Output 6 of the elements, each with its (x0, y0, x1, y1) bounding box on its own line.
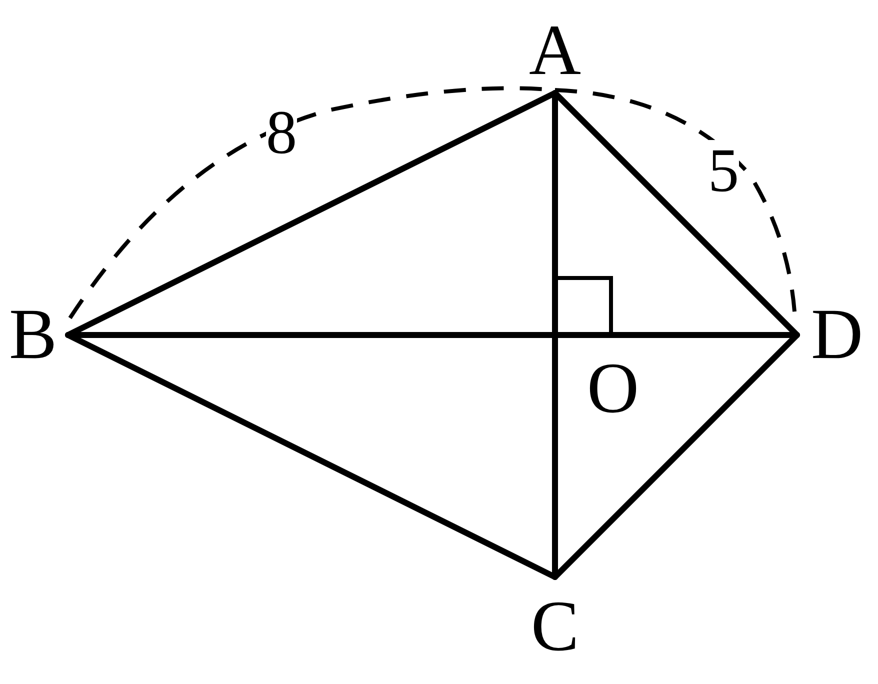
vertex-label: D (799, 298, 875, 372)
line-segment (552, 332, 800, 580)
vertex-label: C (519, 590, 591, 664)
vertex-label: B (0, 298, 66, 372)
point-label: O (587, 352, 639, 424)
vertex-label: A (517, 14, 593, 88)
